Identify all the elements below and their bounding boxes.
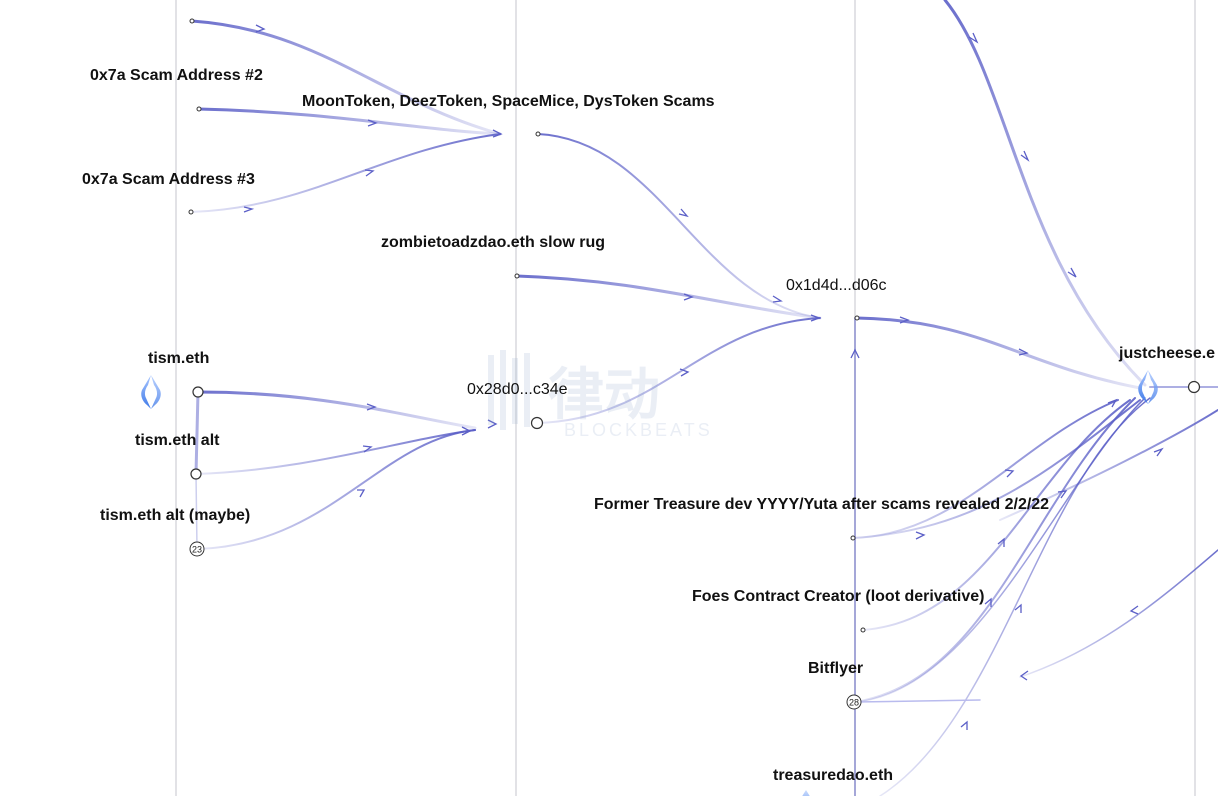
edge-top-to-moontoken [190, 19, 502, 136]
label-treasuredao: treasuredao.eth [773, 767, 894, 784]
label-bitflyer: Bitflyer [808, 660, 864, 677]
node-1d4d [854, 315, 860, 321]
edge-zombie-to-1d4d [515, 274, 822, 320]
column-guides [175, 0, 1196, 796]
edge-tism-vertical [194, 390, 200, 476]
arrowhead [492, 129, 503, 138]
edge-right-incoming [999, 409, 1218, 521]
edge-1d4d-to-justcheese [855, 316, 1142, 390]
arrowhead [1020, 150, 1030, 162]
arrowhead [1067, 267, 1077, 278]
arrowhead [683, 293, 694, 301]
arrowhead [984, 597, 992, 607]
edge-top-to-justcheese [943, 0, 1147, 387]
badge-bitflyer-text: 28 [849, 698, 859, 708]
node-moontoken [535, 131, 541, 137]
edge-former-to-justcheese-2 [852, 399, 1141, 539]
label-tism-alt: tism.eth alt [135, 432, 220, 449]
badge-bitflyer: 28 [846, 694, 862, 710]
edge-tism-vertical-2 [195, 473, 198, 550]
edge-right-incoming-2 [1019, 549, 1218, 678]
arrowhead [461, 426, 472, 436]
edge-28d0-to-1d4d [536, 317, 821, 424]
arrowhead [997, 537, 1005, 547]
arrowhead [1014, 603, 1022, 613]
node-foes [860, 627, 866, 633]
arrowhead [1057, 490, 1068, 499]
label-tism: tism.eth [148, 350, 210, 367]
label-tism-alt-maybe: tism.eth alt (maybe) [100, 507, 251, 524]
arrowhead [255, 24, 266, 33]
arrowhead [915, 531, 926, 540]
arrowhead [364, 169, 375, 177]
label-justcheese: justcheese.e [1119, 345, 1216, 362]
arrowhead [1129, 605, 1139, 615]
edge-scam2-to-moontoken [197, 107, 502, 136]
node-top-left [189, 18, 195, 24]
arrowhead [1018, 348, 1029, 356]
edge-bitflyer-to-justcheese-2 [854, 397, 1146, 703]
arrowhead [487, 419, 498, 429]
arrowheads [243, 24, 1164, 730]
arrowhead [772, 295, 783, 303]
edge-bitflyer-horizontal [854, 699, 981, 703]
arrowhead [679, 368, 690, 377]
node-scam3 [188, 209, 194, 215]
label-moontoken: MoonToken, DeezToken, SpaceMice, DysToke… [302, 93, 715, 110]
arrowhead [968, 32, 979, 44]
node-zombie [514, 273, 520, 279]
node-tism-alt [190, 468, 202, 480]
edge-treasuredao-to-justcheese [879, 397, 1151, 796]
node-tism [192, 386, 204, 398]
edge-bitflyer-to-justcheese [854, 397, 1136, 703]
ens-logo-icon [802, 790, 810, 796]
edge-foes-to-justcheese [862, 399, 1131, 631]
arrowhead [1107, 398, 1118, 408]
ens-logo-icon [141, 375, 161, 409]
node-justcheese [1187, 380, 1201, 394]
arrowhead [362, 445, 373, 453]
edge-former-to-justcheese [852, 399, 1119, 539]
arrowhead [899, 316, 910, 324]
arrowhead [678, 208, 689, 218]
arrowhead [243, 206, 255, 213]
label-foes: Foes Contract Creator (loot derivative) [692, 588, 985, 605]
edge-moontoken-to-1d4d [537, 133, 821, 319]
arrowhead [850, 348, 860, 359]
arrowhead [1004, 469, 1015, 478]
ens-logo-icon [1138, 370, 1158, 404]
node-28d0 [530, 416, 544, 430]
nodes [188, 18, 1201, 633]
edges [190, 0, 1218, 796]
edge-tismmaybe-to-28d0 [196, 429, 476, 550]
arrowhead [960, 720, 968, 730]
node-former-treasure [850, 535, 856, 541]
edge-scam3-to-moontoken [190, 133, 501, 213]
arrowhead [366, 403, 377, 411]
node-scam2 [196, 106, 202, 112]
label-former-treasure: Former Treasure dev YYYY/Yuta after scam… [594, 496, 1050, 513]
edge-tism-to-28d0 [196, 390, 477, 430]
badge-tism-alt-maybe: 23 [189, 541, 205, 557]
edge-tismalt-to-28d0 [195, 429, 476, 475]
arrowhead [1153, 447, 1164, 457]
label-28d0: 0x28d0...c34e [467, 381, 568, 398]
arrowhead [367, 119, 378, 127]
arrowhead [1019, 670, 1029, 681]
arrowhead [810, 314, 821, 322]
label-scam3: 0x7a Scam Address #3 [82, 171, 255, 188]
badge-tism-alt-maybe-text: 23 [192, 545, 202, 555]
label-zombie: zombietoadzdao.eth slow rug [381, 234, 606, 251]
label-scam2: 0x7a Scam Address #2 [90, 67, 263, 84]
arrowhead [357, 489, 366, 498]
label-1d4d: 0x1d4d...d06c [786, 277, 887, 294]
